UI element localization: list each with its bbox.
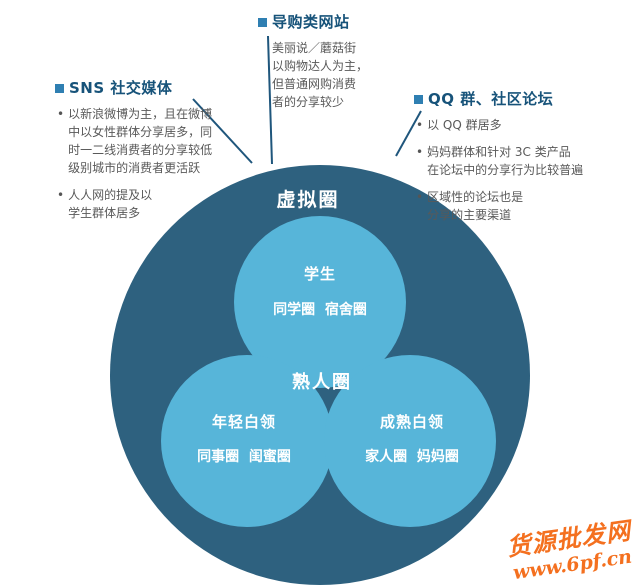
- list-item: 以 QQ 群居多: [416, 116, 608, 134]
- callout-qq-groups-forums: QQ 群、社区论坛 以 QQ 群居多 妈妈群体和针对 3C 类产品 在论坛中的分…: [414, 90, 608, 233]
- list-item: 以新浪微博为主，且在微博 中以女性群体分享居多，同 时一二线消费者的分享较低 级…: [57, 105, 237, 177]
- callout-header: QQ 群、社区论坛: [414, 90, 608, 108]
- connector-top: [267, 35, 273, 165]
- square-bullet-icon: [258, 18, 267, 27]
- callout-sns-social-media: SNS 社交媒体 以新浪微博为主，且在微博 中以女性群体分享居多，同 时一二线消…: [55, 79, 237, 231]
- mature-white-collar-subcircles: 家人圈 妈妈圈: [365, 449, 459, 465]
- callout-bullet-list: 以 QQ 群居多 妈妈群体和针对 3C 类产品 在论坛中的分享行为比较普遍 区域…: [414, 116, 608, 224]
- list-item: 人人网的提及以 学生群体居多: [57, 186, 237, 222]
- bullet-text: 妈妈群体和针对 3C 类产品 在论坛中的分享行为比较普遍: [427, 145, 584, 178]
- students-title: 学生: [303, 265, 336, 283]
- square-bullet-icon: [414, 95, 423, 104]
- callout-header: SNS 社交媒体: [55, 79, 237, 97]
- callout-title: SNS 社交媒体: [69, 79, 173, 97]
- acquaintance-cluster-label: 熟人圈: [292, 372, 352, 393]
- square-bullet-icon: [55, 84, 64, 93]
- callout-title: QQ 群、社区论坛: [428, 90, 554, 108]
- callout-note: 美丽说／蘑菇街 以购物达人为主， 但普通网购消费 者的分享较少: [272, 41, 369, 110]
- young-white-collar-subcircles: 同事圈 闺蜜圈: [197, 449, 291, 465]
- students-subcircles: 同学圈 宿舍圈: [273, 302, 367, 318]
- bullet-text: 以新浪微博为主，且在微博 中以女性群体分享居多，同 时一二线消费者的分享较低 级…: [68, 107, 213, 176]
- bullet-text: 人人网的提及以 学生群体居多: [68, 188, 153, 221]
- callout-bullet-list: 以新浪微博为主，且在微博 中以女性群体分享居多，同 时一二线消费者的分享较低 级…: [55, 105, 237, 222]
- callout-shopping-guide-sites: 导购类网站 美丽说／蘑菇街 以购物达人为主， 但普通网购消费 者的分享较少: [258, 13, 393, 111]
- mature-white-collar-title: 成熟白领: [379, 413, 444, 431]
- mature-white-collar-circle: [324, 355, 496, 527]
- callout-title: 导购类网站: [272, 13, 350, 31]
- bullet-text: 区域性的论坛也是 分享的主要渠道: [427, 190, 524, 223]
- callout-header: 导购类网站: [258, 13, 393, 31]
- list-item: 妈妈群体和针对 3C 类产品 在论坛中的分享行为比较普遍: [416, 143, 608, 179]
- list-item: 区域性的论坛也是 分享的主要渠道: [416, 188, 608, 224]
- young-white-collar-title: 年轻白领: [211, 413, 276, 431]
- bullet-text: 以 QQ 群居多: [427, 118, 502, 133]
- virtual-circle-label: 虚拟圈: [276, 189, 340, 211]
- young-white-collar-circle: [161, 355, 333, 527]
